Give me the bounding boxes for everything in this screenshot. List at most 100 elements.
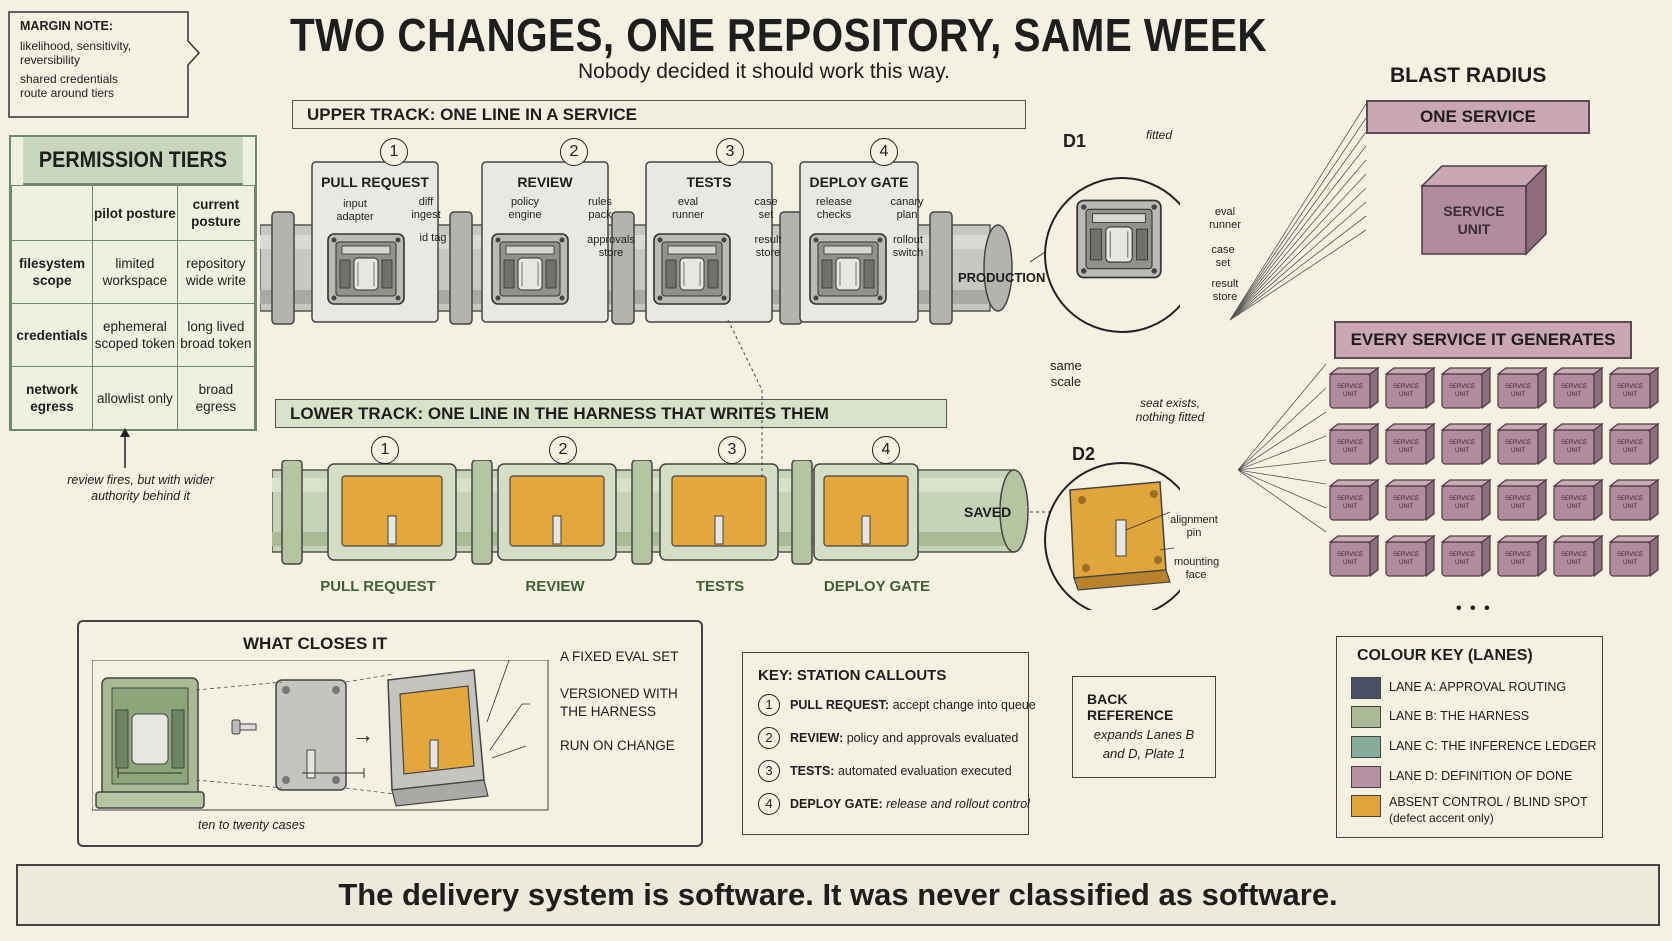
station-callout: rules pack [588,196,612,221]
key-row: DEPLOY GATE: release and rollout control [790,797,1030,811]
upper-track-pipeline [260,161,1013,325]
upper-track-header: UPPER TRACK: ONE LINE IN A SERVICE [292,100,1026,129]
margin-note-line: reversibility [20,53,81,67]
lane-d-label: LANE D: DEFINITION OF DONE [1389,769,1573,783]
banner-text: The delivery system is software. It was … [338,877,1338,912]
lane-c-label: LANE C: THE INFERENCE LEDGER [1389,739,1597,753]
station-key-box [742,652,1029,835]
what-closes-it-title: WHAT CLOSES IT [243,634,388,653]
lower-track-header: LOWER TRACK: ONE LINE IN THE HARNESS THA… [275,399,947,428]
key-desc: automated evaluation executed [837,764,1012,778]
closes-item: RUN ON CHANGE [560,738,675,753]
key-term: DEPLOY GATE: [790,797,883,811]
closes-item: THE HARNESS [560,704,657,719]
permission-tiers-table: PERMISSION TIERS pilot posture current p… [9,135,257,431]
tiers-col-current: current posture [176,185,256,241]
closes-item: A FIXED EVAL SET [560,649,679,664]
lower-station-number: 2 [549,436,577,464]
d2-caption: seat exists, nothing fitted [1120,396,1220,424]
key-desc: policy and approvals evaluated [846,731,1019,745]
tiers-row-label: credentials [11,303,93,367]
margin-note-line: likelihood, sensitivity, [20,39,132,53]
tiers-cell: long lived broad token [176,303,256,367]
blind-spot-label: ABSENT CONTROL / BLIND SPOT [1389,795,1588,809]
station-callout: input adapter [336,198,374,223]
production-label: PRODUCTION [958,270,1046,285]
back-reference-box: BACK REFERENCE expands Lanes B and D, Pl… [1072,676,1216,778]
margin-note-line: route around tiers [20,86,115,100]
margin-note: MARGIN NOTE: likelihood, sensitivity, re… [8,11,200,118]
svg-text:SERVICE: SERVICE [1443,203,1504,219]
tiers-cell: limited workspace [92,240,178,304]
key-desc: release and rollout control [886,797,1030,811]
lower-station-label: REVIEW [525,578,585,595]
same-scale-line: same [1050,358,1082,373]
d1-callout: eval runner [1209,206,1241,231]
permission-tiers-title: PERMISSION TIERS [23,137,243,185]
station-callout: approvals store [587,234,635,259]
tiers-cell: ephemeral scoped token [92,303,178,367]
lower-station-label: TESTS [695,578,745,595]
arrow-right-icon: → [352,722,374,747]
upper-station-label: PULL REQUEST [321,174,429,190]
lower-station-label: DEPLOY GATE [823,578,931,595]
d2-caption-line: seat exists, [1139,396,1201,410]
lower-station-number: 1 [371,436,399,464]
same-scale-line: scale [1050,374,1082,389]
dashed-connector [727,320,763,480]
station-callout: policy engine [508,196,542,221]
tiers-corner-cell [11,185,93,241]
tiers-cell: repository wide write [176,240,256,304]
upper-station-number: 1 [380,138,408,166]
back-reference-line: and D, Plate 1 [1102,746,1186,761]
back-reference-line: expands Lanes B [1093,727,1195,742]
colour-key-title: COLOUR KEY (LANES) [1357,647,1533,664]
station-callout: case set [754,196,778,221]
colour-key-box: COLOUR KEY (LANES) LANE A: APPROVAL ROUT… [1336,636,1603,838]
tiers-cell: broad egress [176,366,256,430]
service-units-grid [1238,363,1659,577]
station-callout: result store [754,234,782,259]
blind-spot-swatch [1351,795,1381,817]
upper-station-number: 3 [716,138,744,166]
lane-b-swatch [1351,706,1381,728]
key-number: 4 [758,793,780,815]
upper-station-number: 2 [560,138,588,166]
lane-b-label: LANE B: THE HARNESS [1389,709,1530,723]
station-callout: diff ingest [411,196,441,221]
svg-text:UNIT: UNIT [1458,221,1491,237]
lane-c-swatch [1351,736,1381,758]
blast-radius-lines: SERVICE UNIT [1230,103,1548,321]
station-callout: release checks [815,196,853,221]
page-subtitle: Nobody decided it should work this way. [578,60,950,83]
tiers-note: review fires, but with wider authority b… [67,473,214,503]
lower-track-pipeline [272,460,1029,565]
key-term: PULL REQUEST: [790,698,890,712]
d2-callout: mounting face [1174,556,1220,581]
one-service-header: ONE SERVICE [1366,100,1590,134]
margin-note-title: MARGIN NOTE: [20,19,114,33]
back-reference-title: BACK REFERENCE [1087,691,1174,723]
upper-station-label: TESTS [686,174,732,190]
lane-a-swatch [1351,677,1381,699]
station-callout: id tag [419,232,447,244]
key-number: 2 [758,727,780,749]
d1-callout: result store [1211,278,1239,303]
ellipsis: • • • [1456,600,1492,617]
what-closes-it-box [77,620,703,847]
bottom-banner: The delivery system is software. It was … [16,864,1660,926]
station-callout: rollout switch [892,234,924,259]
closes-caption: ten to twenty cases [198,818,306,832]
station-callout: canary plan [890,196,924,221]
tiers-row-label: network egress [11,366,93,430]
d2-callout: alignment pin [1170,514,1218,539]
lane-a-label: LANE A: APPROVAL ROUTING [1389,680,1567,694]
key-number: 1 [758,694,780,716]
blind-spot-sublabel: (defect accent only) [1389,811,1494,825]
blast-radius-title: BLAST RADIUS [1390,64,1547,87]
key-desc: accept change into queue [892,698,1036,712]
d1-caption: fitted [1146,128,1173,142]
upper-station-label: REVIEW [517,174,573,190]
lower-station-number: 3 [718,436,746,464]
key-number: 3 [758,760,780,782]
